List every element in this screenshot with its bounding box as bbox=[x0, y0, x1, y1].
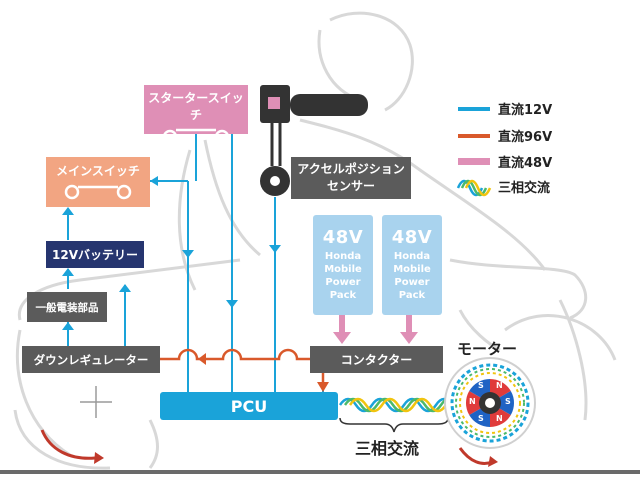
starter-switch-label: スタータースイッチ bbox=[148, 91, 244, 122]
down-regulator-box: ダウンレギュレーター bbox=[22, 346, 160, 373]
accel-sensor-label-line2: センサー bbox=[326, 179, 375, 193]
magnet-pole-label: S bbox=[478, 414, 484, 423]
accel-sensor-label-line1: アクセルポジション bbox=[297, 162, 405, 176]
three-phase-label: 三相交流 bbox=[355, 439, 420, 458]
legend-label-dc48: 直流48V bbox=[498, 156, 553, 171]
legend-item-three-phase: 三相交流 bbox=[458, 177, 550, 196]
pack-name-line: Honda bbox=[324, 251, 362, 262]
dc48-connectors bbox=[333, 314, 418, 344]
dc96-wiring bbox=[160, 348, 325, 388]
magnet-pole-label: S bbox=[505, 397, 511, 406]
legend-label-dc12: 直流12V bbox=[498, 103, 553, 118]
pcu-label: PCU bbox=[230, 396, 268, 416]
rear-rotation-arrow bbox=[40, 429, 96, 460]
power-pack-1: 48V Honda Mobile Power Pack bbox=[313, 215, 373, 315]
pack-name-line: Mobile bbox=[393, 264, 431, 275]
three-phase-wave bbox=[338, 397, 464, 413]
rear-axle-mark bbox=[80, 386, 112, 418]
pcu-box: PCU bbox=[160, 392, 338, 420]
legend-item-dc96: 直流96V bbox=[458, 126, 552, 145]
three-phase-wave-icon bbox=[456, 179, 492, 197]
contactor-box: コンタクター bbox=[310, 346, 443, 373]
accel-sensor-box: アクセルポジション センサー bbox=[291, 157, 411, 199]
main-switch-box: メインスイッチ bbox=[46, 157, 150, 207]
legend-label-dc96: 直流96V bbox=[498, 130, 553, 145]
general-parts-label: 一般電装部品 bbox=[35, 301, 99, 314]
legend-item-dc48: 直流48V bbox=[458, 152, 552, 171]
magnet-pole-label: N bbox=[496, 414, 503, 423]
magnet-pole-label: N bbox=[469, 397, 476, 406]
motor-icon bbox=[444, 357, 536, 449]
battery-12v-box: 12Vバッテリー bbox=[46, 241, 144, 268]
dc12-arrows bbox=[62, 176, 281, 330]
magnet-pole-label: S bbox=[478, 381, 484, 390]
power-pack-voltage: 48V bbox=[391, 227, 433, 248]
throttle-grip bbox=[290, 94, 368, 116]
contactor-label: コンタクター bbox=[340, 353, 413, 367]
power-pack-name: Honda Mobile Power Pack bbox=[393, 250, 431, 302]
legend-swatch-dc12 bbox=[458, 106, 490, 111]
pack-name-line: Pack bbox=[329, 290, 357, 301]
legend-swatch-dc96 bbox=[458, 133, 490, 138]
pack-name-line: Pack bbox=[398, 290, 426, 301]
pack-name-line: Power bbox=[325, 277, 361, 288]
three-phase-bracket bbox=[339, 417, 449, 433]
legend-item-dc12: 直流12V bbox=[458, 99, 552, 118]
pack-name-line: Power bbox=[394, 277, 430, 288]
down-regulator-label: ダウンレギュレーター bbox=[33, 352, 149, 367]
power-pack-voltage: 48V bbox=[322, 227, 364, 248]
battery-12v-label: 12Vバッテリー bbox=[52, 248, 138, 262]
scooter-silhouette bbox=[13, 11, 617, 470]
front-rotation-arrow bbox=[458, 447, 493, 465]
pack-name-line: Honda bbox=[393, 251, 431, 262]
power-pack-2: 48V Honda Mobile Power Pack bbox=[382, 215, 442, 315]
legend-label-three-phase: 三相交流 bbox=[498, 181, 551, 196]
main-switch-label: メインスイッチ bbox=[56, 164, 140, 178]
legend-swatch-dc48 bbox=[458, 158, 490, 165]
legend-three-phase-spacer bbox=[458, 180, 490, 194]
magnet-pole-label: N bbox=[496, 381, 503, 390]
starter-switch-box: スタータースイッチ bbox=[144, 85, 248, 134]
motor-label: モーター bbox=[457, 340, 518, 358]
pack-name-line: Mobile bbox=[324, 264, 362, 275]
switch-icon bbox=[163, 128, 229, 134]
power-pack-name: Honda Mobile Power Pack bbox=[324, 250, 362, 302]
switch-icon bbox=[64, 184, 132, 200]
general-parts-box: 一般電装部品 bbox=[27, 292, 107, 322]
